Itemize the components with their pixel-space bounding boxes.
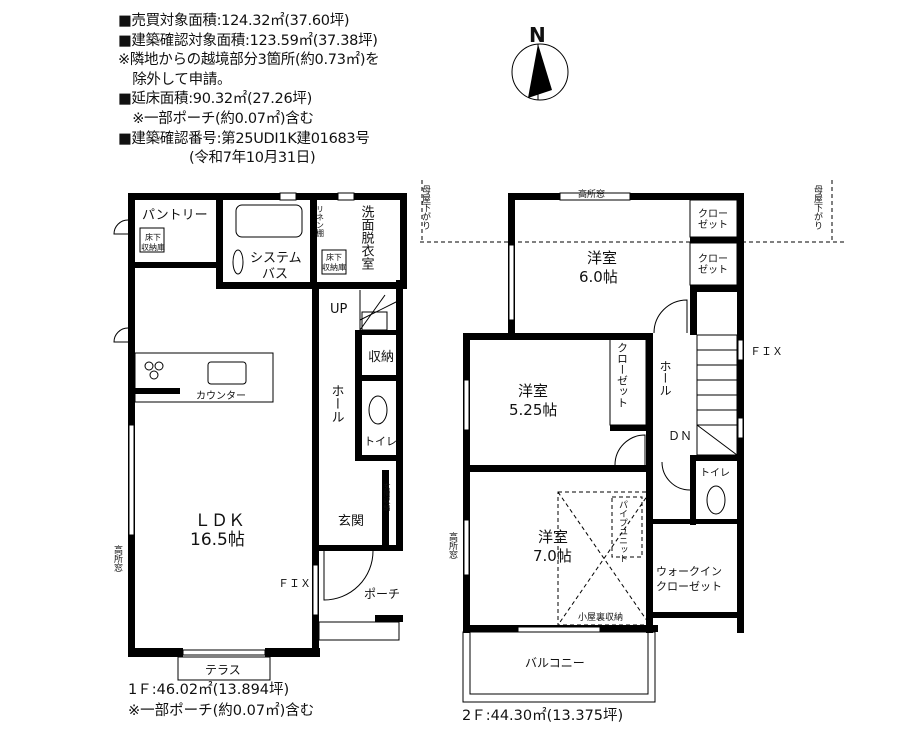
floor-2-area: 2Ｆ:44.30㎡(13.375坪) [462, 708, 624, 724]
summary-line: ■売買対象面積:124.32㎡(37.60坪) [118, 13, 350, 29]
terrace [177, 656, 271, 681]
room-toilet: トイレ [364, 435, 397, 448]
attic-storage-label: 小屋裏収納 [578, 611, 623, 623]
closet-a: クローゼット [698, 208, 728, 231]
entrance-door[interactable] [323, 550, 374, 601]
underfloor-label: 床下 [145, 232, 161, 242]
room-walk-in-closet: ウォークイン [656, 565, 722, 578]
stairs-down-label: ＤＮ [668, 429, 692, 443]
north-compass-icon: N [511, 23, 569, 101]
main-house-lower-label: 母屋下がり [812, 185, 823, 230]
room-bath-2: バス [262, 267, 288, 282]
floor-1-plan: パントリー 床下 収納庫 システム バス リネン棚 洗面脱衣室 床下 収納庫 U… [112, 192, 407, 681]
room-pantry: パントリー [142, 208, 208, 223]
room-washroom: 洗面脱衣室 [359, 205, 375, 270]
toilet-icon [706, 485, 726, 515]
room-western-6: 洋室 [587, 249, 617, 267]
room-western-7-size: 7.0帖 [533, 547, 572, 565]
room-western-7: 洋室 [538, 528, 568, 546]
underfloor-label: 収納庫 [141, 242, 165, 252]
room-western-525: 洋室 [518, 382, 548, 400]
linen-shelf: リネン棚 [316, 205, 325, 238]
room-bath: システム [250, 251, 302, 266]
fix-window-label: ＦＩＸ [750, 345, 783, 358]
compass-north-label: N [529, 23, 546, 47]
stove-icon [144, 361, 164, 380]
summary-line: ※隣地からの越境部分3箇所(約0.73㎡)を [118, 52, 380, 69]
toilet-icon [368, 395, 388, 425]
summary-line: ※一部ポーチ(約0.07㎡)含む [118, 110, 314, 127]
room-hall: ホール [329, 384, 344, 423]
terrace-label: テラス [205, 663, 241, 677]
summary-line: ■建築確認番号:第25UDI1K建01683号 [118, 130, 370, 147]
summary-line: ■建築確認対象面積:123.59㎡(37.38坪) [118, 32, 378, 49]
underfloor-label: 床下 [326, 252, 342, 262]
property-summary: ■売買対象面積:124.32㎡(37.60坪) ■建築確認対象面積:123.59㎡… [118, 12, 380, 169]
summary-line: 除外して申請。 [118, 71, 232, 88]
room-toilet: トイレ [700, 468, 730, 479]
underfloor-label: 収納庫 [322, 262, 346, 272]
floor-2-plan: 母屋下がり 母屋下がり [420, 180, 845, 703]
summary-line: ■延床面積:90.32㎡(27.26坪) [118, 91, 312, 108]
underfloor-storage-1 [139, 227, 165, 253]
room-storage: 収納 [368, 350, 394, 365]
pipe-unit-label: パイプユニット [617, 500, 628, 563]
closet-b: クローゼット [698, 253, 728, 276]
floor-1-note: ※一部ポーチ(約0.07㎡)含む [128, 703, 315, 719]
room-western-6-size: 6.0帖 [579, 268, 618, 286]
floor-1-area: 1Ｆ:46.02㎡(13.894坪) [128, 682, 290, 698]
high-window-label: 高所窓 [578, 188, 605, 200]
high-window-label: 高所窓 [112, 544, 123, 572]
room-hall: ホール [658, 360, 672, 396]
counter-label: カウンター [196, 390, 246, 402]
high-window-label: 高所窓 [447, 531, 458, 559]
stairs-down [696, 334, 738, 456]
room-ldk-size: 16.5帖 [190, 530, 245, 550]
stairs-up [359, 290, 401, 331]
balcony-label: バルコニー [525, 656, 585, 670]
room-western-525-size: 5.25帖 [509, 401, 557, 419]
main-house-lower-label: 母屋下がり [420, 185, 431, 230]
entrance-storage: 玄関収納 [383, 482, 391, 512]
fix-window-label: ＦＩＸ [278, 577, 311, 590]
summary-line: (令和7年10月31日) [118, 150, 316, 167]
room-entrance: 玄関 [338, 514, 364, 529]
room-walk-in-closet-2: クローゼット [656, 580, 722, 593]
underfloor-storage-2 [321, 249, 347, 275]
closet-c: クローゼット [616, 342, 629, 408]
room-ldk: ＬＤＫ [194, 511, 245, 531]
room-porch: ポーチ [364, 587, 400, 601]
stairs-up-label: UP [330, 302, 348, 317]
